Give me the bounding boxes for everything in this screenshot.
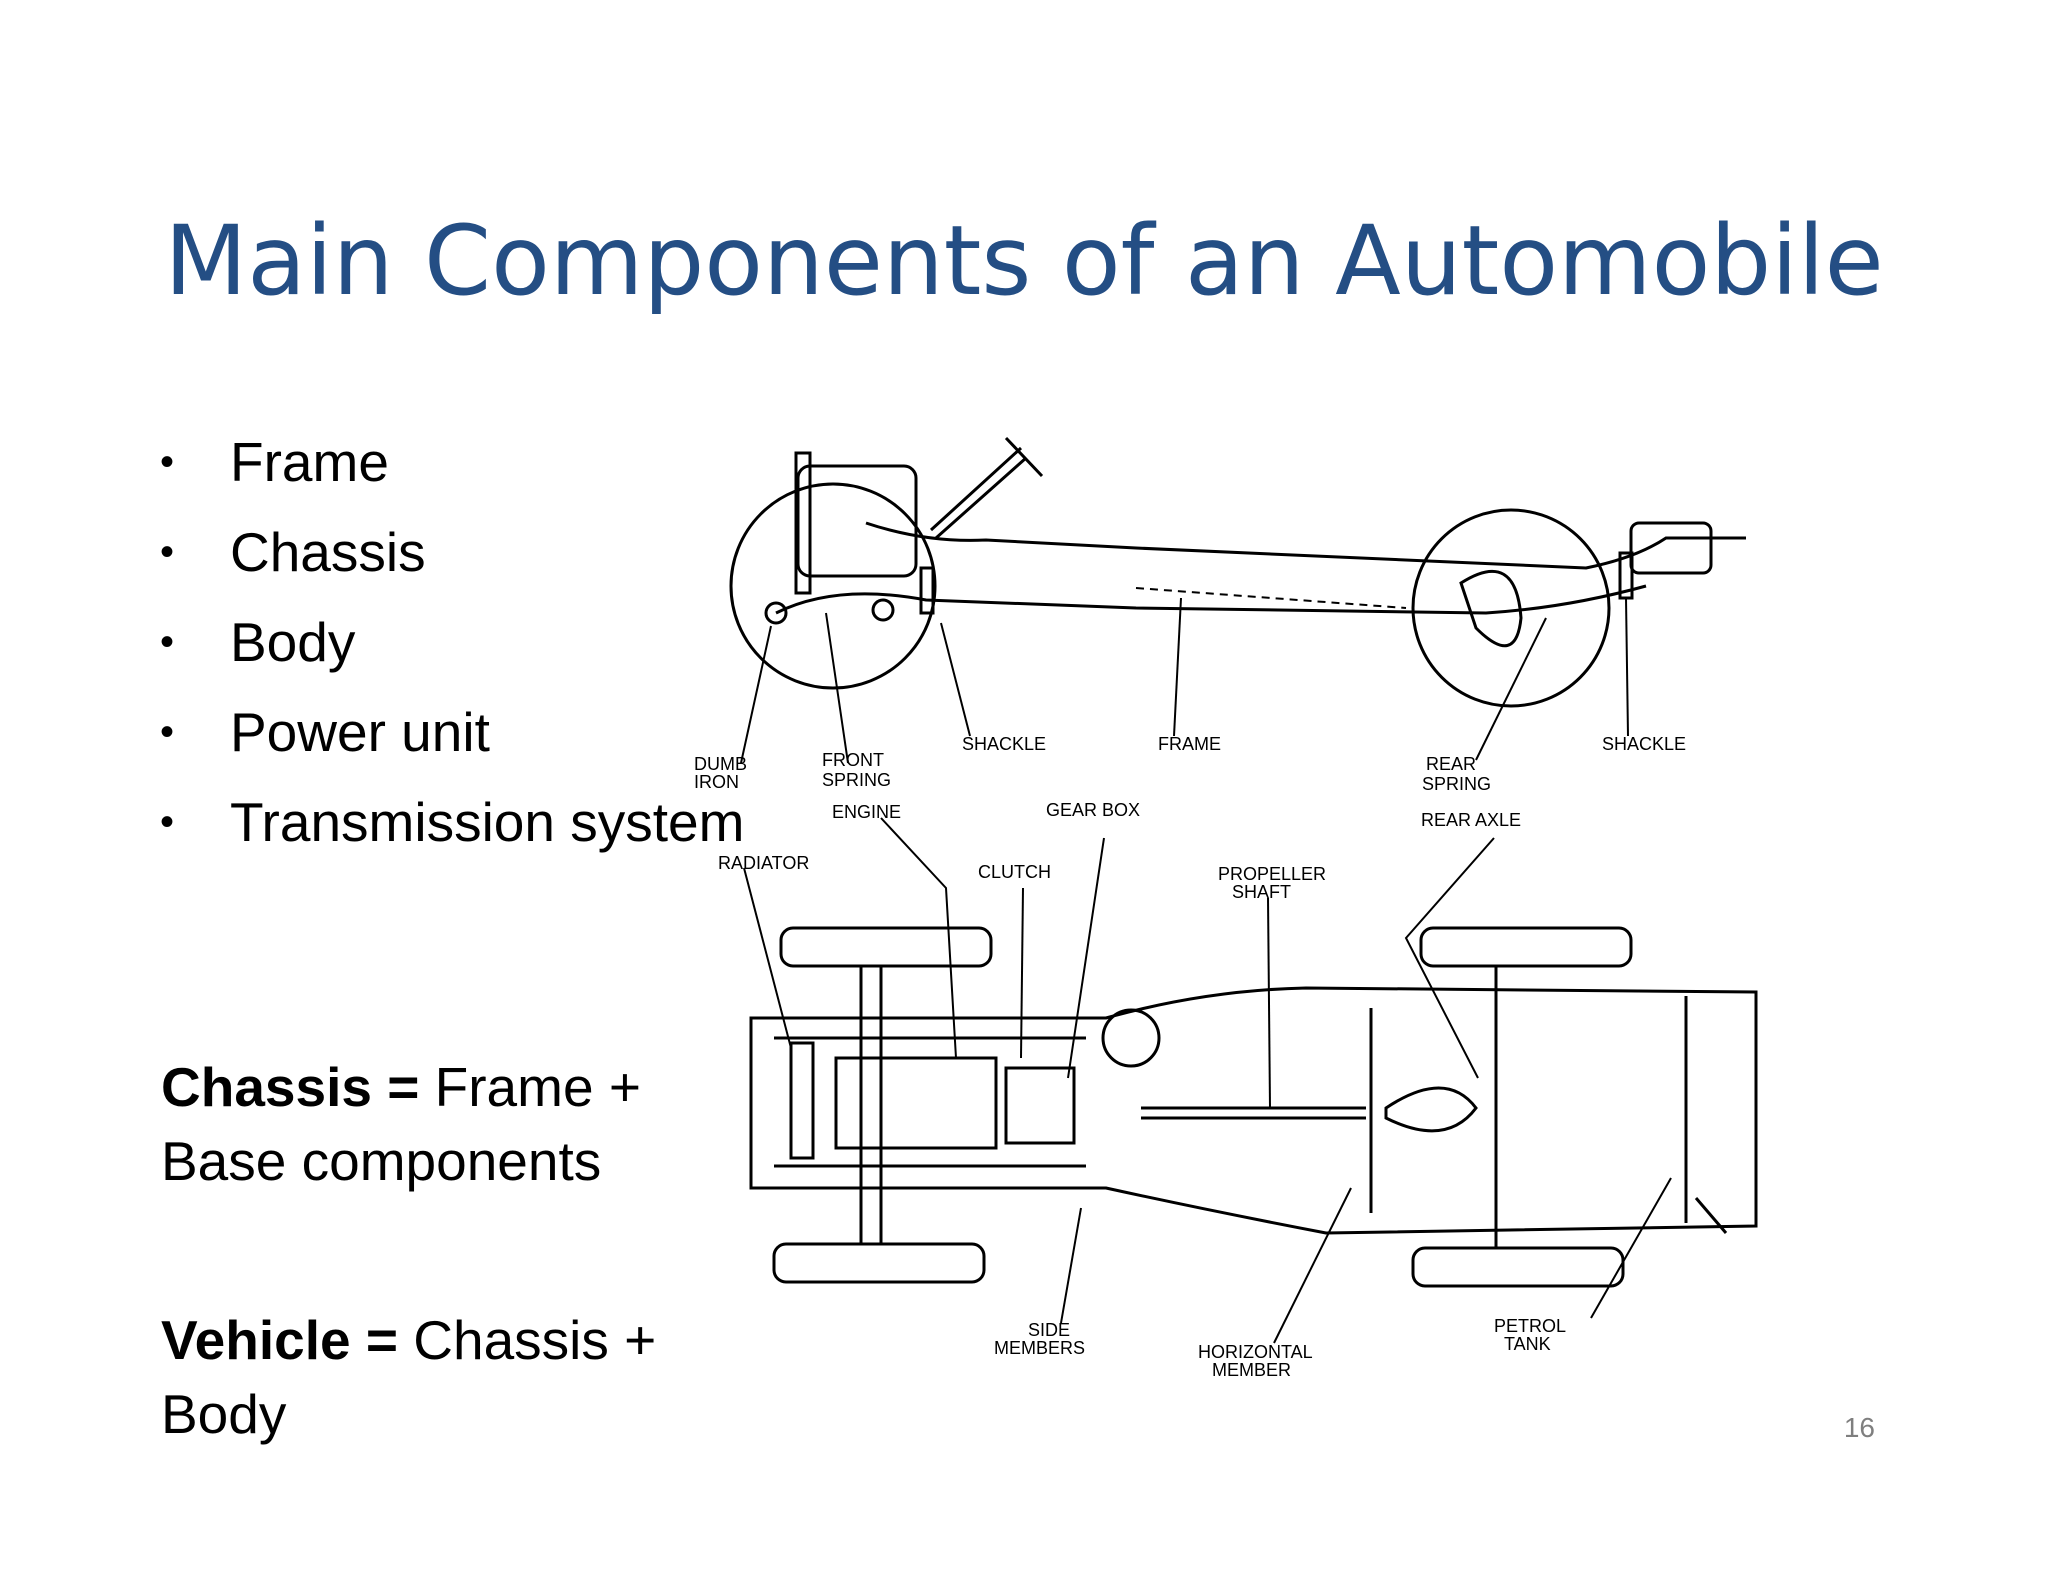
label-horizontal-2: MEMBER bbox=[1212, 1360, 1291, 1378]
radiator bbox=[789, 1041, 815, 1160]
chassis-definition: Chassis = Frame + Base components bbox=[161, 1050, 681, 1198]
label-shackle-rear: SHACKLE bbox=[1602, 734, 1686, 754]
rear-right-tyre bbox=[1411, 1246, 1625, 1288]
leader-horizontal-member bbox=[1273, 1187, 1352, 1344]
label-engine: ENGINE bbox=[832, 802, 901, 822]
leader-front-spring bbox=[825, 612, 849, 764]
rear-box bbox=[1629, 521, 1713, 575]
steering-wheel-plan bbox=[1101, 1008, 1161, 1068]
steering-column bbox=[929, 446, 1027, 540]
front-axle bbox=[859, 966, 883, 1244]
label-propeller-1: PROPELLER bbox=[1218, 864, 1326, 884]
spring-eye bbox=[871, 598, 895, 622]
label-clutch: CLUTCH bbox=[978, 862, 1051, 882]
label-side-members-1: SIDE bbox=[1028, 1320, 1070, 1340]
dumb-iron-eye bbox=[764, 601, 788, 625]
frame-outline bbox=[749, 986, 1758, 1235]
propeller-shaft bbox=[1141, 1106, 1366, 1120]
leader-petrol-tank bbox=[1590, 1177, 1672, 1319]
page-number: 16 bbox=[1843, 1412, 1875, 1443]
label-radiator: RADIATOR bbox=[718, 853, 809, 873]
list-item: •Chassis bbox=[152, 515, 750, 589]
leader-propeller-shaft bbox=[1267, 897, 1271, 1109]
front-right-tyre bbox=[772, 1242, 986, 1284]
list-item: •Transmission system bbox=[152, 785, 750, 859]
chassis-diagram: DUMB IRON FRONT SPRING SHACKLE FRAME REA… bbox=[694, 436, 1758, 1378]
inner-rails bbox=[774, 1036, 1086, 1168]
component-list: •Frame •Chassis •Body •Power unit •Trans… bbox=[152, 425, 750, 875]
bullet-icon: • bbox=[160, 620, 175, 664]
list-item: •Frame bbox=[152, 425, 750, 499]
bullet-icon: • bbox=[160, 440, 175, 484]
leader-shackle-front bbox=[940, 622, 971, 737]
label-rear-spring-1: REAR bbox=[1426, 754, 1476, 774]
leader-engine bbox=[880, 817, 957, 1059]
label-front-spring-1: FRONT bbox=[822, 750, 884, 770]
frame-bottom bbox=[775, 584, 1647, 615]
label-propeller-2: SHAFT bbox=[1232, 882, 1291, 902]
leader-dumb-iron bbox=[740, 625, 772, 764]
cross-members bbox=[1369, 996, 1688, 1223]
vehicle-term: Vehicle = bbox=[161, 1309, 398, 1371]
front-left-tyre bbox=[779, 926, 993, 968]
label-dumb-iron-2: IRON bbox=[694, 772, 739, 792]
label-side-members-2: MEMBERS bbox=[994, 1338, 1085, 1358]
label-frame: FRAME bbox=[1158, 734, 1221, 754]
label-petrol-2: TANK bbox=[1504, 1334, 1551, 1354]
label-petrol-1: PETROL bbox=[1494, 1316, 1566, 1336]
bullet-icon: • bbox=[160, 530, 175, 574]
label-rear-spring-2: SPRING bbox=[1422, 774, 1491, 794]
front-shackle bbox=[919, 566, 935, 615]
list-item: •Body bbox=[152, 605, 750, 679]
steering-wheel bbox=[1004, 436, 1044, 478]
side-view: DUMB IRON FRONT SPRING SHACKLE FRAME REA… bbox=[694, 436, 1746, 794]
rear-axle-housing bbox=[1384, 1086, 1478, 1133]
chassis-rest: Frame + Base components bbox=[161, 1056, 641, 1192]
leader-shackle-rear bbox=[1625, 597, 1629, 737]
rear-spring bbox=[1459, 569, 1523, 648]
leader-clutch bbox=[1020, 887, 1024, 1059]
leader-rear-spring bbox=[1475, 617, 1547, 761]
engine bbox=[834, 1056, 998, 1150]
label-rear-axle: REAR AXLE bbox=[1421, 810, 1521, 830]
engine-block bbox=[796, 464, 918, 578]
list-item: •Power unit bbox=[152, 695, 750, 769]
label-gear-box: GEAR BOX bbox=[1046, 800, 1140, 820]
vehicle-rest: Chassis + Body bbox=[161, 1309, 657, 1445]
propeller-shaft-side bbox=[1135, 587, 1407, 609]
chassis-term: Chassis = bbox=[161, 1056, 420, 1118]
rear-left-tyre bbox=[1419, 926, 1633, 968]
leader-gear-box bbox=[1067, 837, 1105, 1079]
radiator-post bbox=[794, 451, 812, 595]
bullet-icon: • bbox=[160, 710, 175, 754]
leader-radiator bbox=[743, 867, 792, 1049]
plan-view: ENGINE GEAR BOX REAR AXLE RADIATOR CLUTC… bbox=[718, 800, 1758, 1378]
leader-frame bbox=[1173, 597, 1182, 737]
gear-box bbox=[1004, 1066, 1076, 1145]
label-horizontal-1: HORIZONTAL bbox=[1198, 1342, 1313, 1362]
leader-side-members bbox=[1060, 1207, 1082, 1324]
bullet-icon: • bbox=[160, 800, 175, 844]
label-shackle-front: SHACKLE bbox=[962, 734, 1046, 754]
slide-title: Main Components of an Automobile bbox=[164, 205, 1884, 317]
rear-wheel bbox=[1411, 508, 1611, 708]
frame-top bbox=[865, 521, 1746, 570]
vehicle-definition: Vehicle = Chassis + Body bbox=[161, 1303, 681, 1451]
label-dumb-iron-1: DUMB bbox=[694, 754, 747, 774]
label-front-spring-2: SPRING bbox=[822, 770, 891, 790]
front-wheel bbox=[729, 482, 937, 690]
petrol-tank-filler bbox=[1694, 1197, 1728, 1234]
leader-rear-axle bbox=[1404, 837, 1495, 1079]
